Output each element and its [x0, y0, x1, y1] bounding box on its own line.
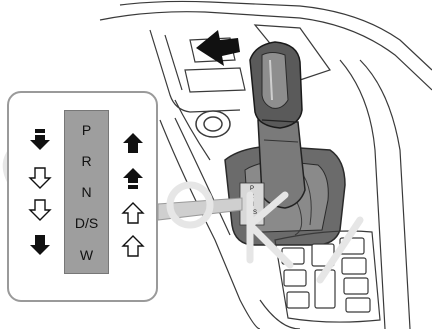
up-arrow-outline-icon	[121, 234, 145, 258]
console-gate-indicator: P R N D/S W	[240, 183, 264, 225]
down-arrow-outline-icon	[28, 166, 52, 190]
console-gate-label-ds: D/S	[247, 210, 257, 216]
down-arrow-outline-icon	[28, 198, 52, 222]
callout-leader	[158, 198, 242, 220]
gear-label-p: P	[65, 123, 108, 137]
double-down-arrow-filled-icon	[28, 127, 52, 151]
up-arrow-filled-icon	[121, 131, 145, 155]
gear-gate: P R N D/S W	[64, 110, 109, 274]
up-arrow-outline-icon	[121, 201, 145, 225]
double-up-arrow-filled-icon	[121, 167, 145, 191]
console-gate-label-r: R	[250, 194, 255, 200]
gear-position-callout: P R N D/S W	[7, 91, 158, 302]
console-knob	[196, 111, 230, 137]
gear-label-r: R	[65, 154, 108, 168]
down-arrow-filled-icon	[28, 233, 52, 257]
gear-label-n: N	[65, 185, 108, 199]
console-gate-label-n: N	[250, 202, 254, 208]
gear-label-ds: D/S	[65, 216, 108, 230]
console-gate-label-w: W	[249, 218, 255, 224]
gear-label-w: W	[65, 248, 108, 262]
console-gate-label-p: P	[250, 186, 254, 192]
